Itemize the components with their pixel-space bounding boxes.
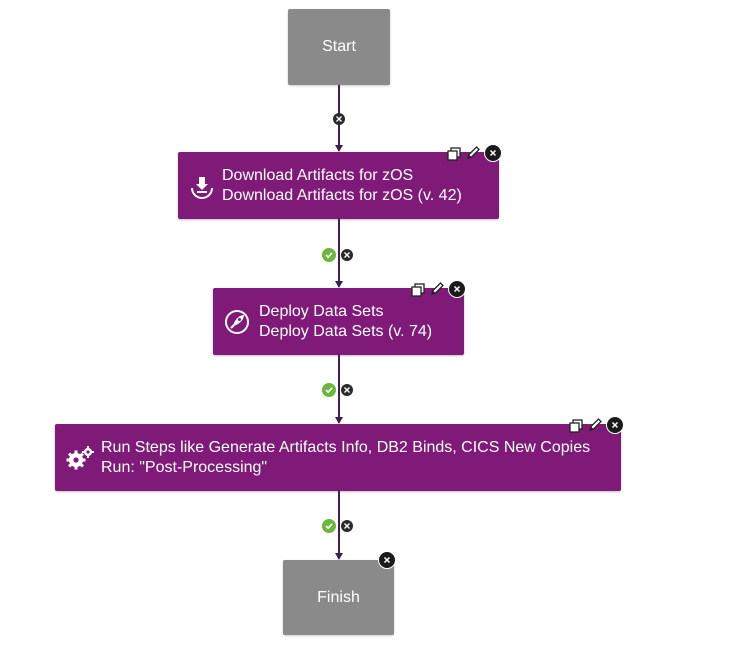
step-deploy-data-sets[interactable]: Deploy Data Sets Deploy Data Sets (v. 74… [213,288,464,355]
finish-node[interactable]: Finish [283,560,394,635]
delete-finish-button[interactable] [378,551,396,569]
finish-label: Finish [317,588,360,606]
delete-step-button[interactable] [448,280,466,298]
step-run-post-processing[interactable]: Run Steps like Generate Artifacts Info, … [55,424,621,491]
edit-icon[interactable] [465,145,481,166]
close-icon [611,421,619,429]
success-path-toggle[interactable] [322,383,336,397]
connector-step3-finish [338,491,340,555]
close-icon [336,116,342,122]
close-icon [453,285,461,293]
failure-path-toggle[interactable] [333,113,345,125]
copy-icon[interactable] [411,283,425,302]
success-path-toggle[interactable] [322,248,336,262]
close-icon [489,149,497,157]
close-icon [344,523,350,529]
connector-step1-step2 [338,219,340,283]
step-download-artifacts[interactable]: Download Artifacts for zOS Download Arti… [178,152,499,219]
connector-step2-step3 [338,355,340,419]
start-node[interactable]: Start [288,9,390,85]
step-process-version: Download Artifacts for zOS (v. 42) [222,186,462,204]
step-process-version: Deploy Data Sets (v. 74) [259,322,433,340]
step-name: Run Steps like Generate Artifacts Info, … [101,438,591,456]
close-icon [344,252,350,258]
edit-icon[interactable] [587,417,603,438]
failure-path-toggle[interactable] [341,384,353,396]
step-name: Download Artifacts for zOS [222,166,414,184]
close-icon [344,387,350,393]
failure-path-toggle[interactable] [341,520,353,532]
delete-step-button[interactable] [606,416,624,434]
failure-path-toggle[interactable] [341,249,353,261]
arrow-head [335,281,343,288]
start-label: Start [322,38,356,55]
step-name: Deploy Data Sets [259,302,384,320]
copy-icon[interactable] [447,147,461,166]
step-process-version: Run: "Post-Processing" [101,458,268,476]
arrow-head [335,417,343,424]
check-icon [325,523,333,530]
delete-step-button[interactable] [484,144,502,162]
check-icon [325,252,333,259]
arrow-head [335,553,343,560]
rocket-icon [223,308,251,336]
copy-icon[interactable] [569,419,583,438]
download-icon [188,172,216,200]
edit-icon[interactable] [429,281,445,302]
step-text: Run Steps like Generate Artifacts Info, … [101,438,590,478]
step-text: Download Artifacts for zOS Download Arti… [222,166,462,206]
step-text: Deploy Data Sets Deploy Data Sets (v. 74… [259,302,432,342]
arrow-head [335,145,343,152]
success-path-toggle[interactable] [322,519,336,533]
check-icon [325,387,333,394]
close-icon [383,556,391,564]
gears-icon [65,444,95,472]
